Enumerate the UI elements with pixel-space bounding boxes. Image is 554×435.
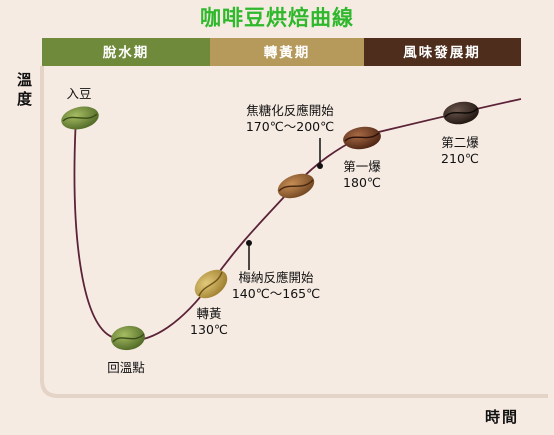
stage-label-second-crack: 第二爆 xyxy=(441,135,479,150)
caramelization-dot xyxy=(317,163,323,169)
phase-band-development xyxy=(364,38,521,66)
maillard-dot xyxy=(246,240,252,246)
reaction-label-maillard: 梅納反應開始 xyxy=(238,270,314,285)
stage-temp-second-crack: 210℃ xyxy=(441,151,479,166)
stage-temp-yellow: 130℃ xyxy=(190,322,228,337)
stage-label-charge: 入豆 xyxy=(66,86,91,101)
yellow-bean xyxy=(194,269,228,299)
green-bean-charge xyxy=(61,106,99,130)
stage-label-turning-point: 回溫點 xyxy=(107,360,145,375)
phase-band-dehydration xyxy=(42,38,210,66)
stage-temp-first-crack: 180℃ xyxy=(343,175,381,190)
stage-label-yellow: 轉黃 xyxy=(196,306,221,321)
x-axis-label: 時間 xyxy=(485,408,520,426)
roast-curve xyxy=(73,98,522,342)
reaction-label-caramelization: 焦糖化反應開始 xyxy=(246,103,334,118)
reaction-range-maillard: 140℃～165℃ xyxy=(232,286,320,301)
phase-label-dehydration: 脫水期 xyxy=(103,44,150,61)
phase-label-development: 風味發展期 xyxy=(403,44,481,61)
phase-band-yellowing xyxy=(210,38,364,66)
phase-label-yellowing: 轉黃期 xyxy=(264,44,311,61)
first-crack-bean xyxy=(343,126,381,150)
second-crack-bean xyxy=(443,101,479,125)
axis-frame xyxy=(40,66,548,398)
green-bean-turning-point xyxy=(111,325,145,351)
reaction-range-caramelization: 170℃～200℃ xyxy=(246,119,334,134)
y-axis-label: 溫度 xyxy=(15,72,33,110)
brown-bean xyxy=(277,173,315,199)
diagram-title: 咖啡豆烘焙曲線 xyxy=(200,6,354,30)
stage-label-first-crack: 第一爆 xyxy=(343,159,381,174)
